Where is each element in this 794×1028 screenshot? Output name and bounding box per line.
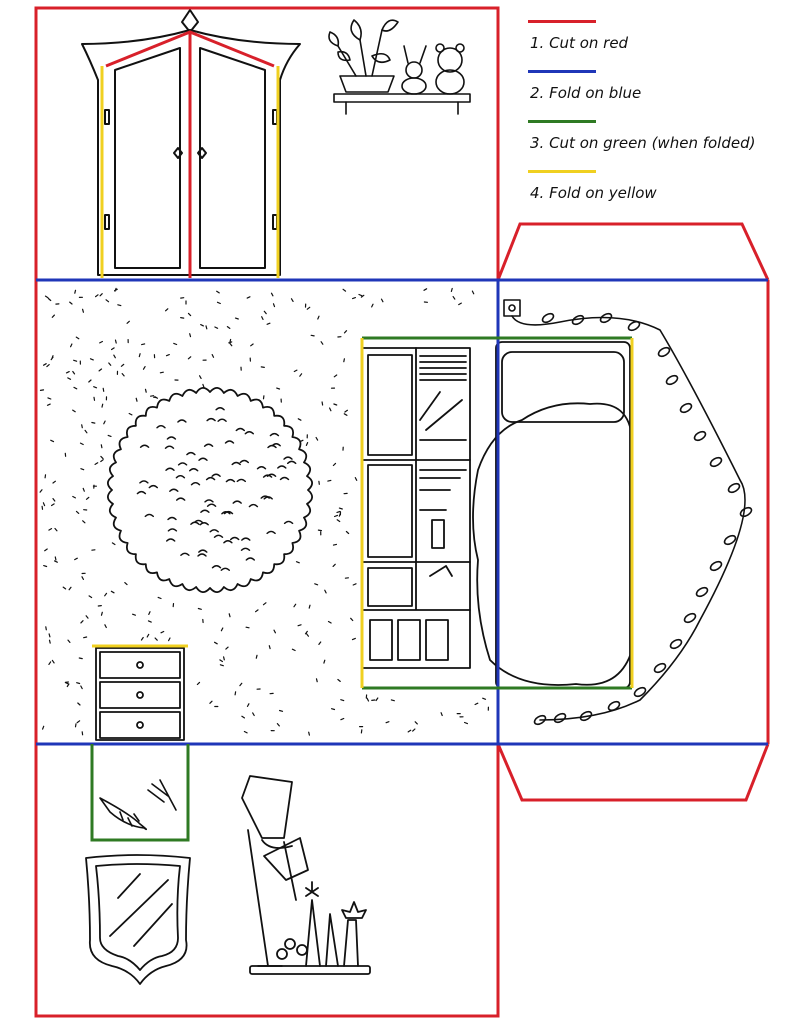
fold-line-blue	[36, 278, 768, 746]
light-bulb	[599, 312, 613, 324]
fold-line-yellow	[92, 66, 634, 688]
light-bulb	[627, 320, 641, 332]
light-bulb	[695, 586, 709, 598]
light-bulb	[709, 456, 723, 468]
cut-line-red-wardrobe	[105, 30, 275, 278]
legend-label: 2. Fold on blue	[530, 84, 642, 102]
light-bulb	[657, 346, 671, 358]
light-bulb	[533, 714, 547, 726]
light-bulb	[693, 430, 707, 442]
cut-line-red	[34, 6, 770, 1018]
legend-swatch-blue	[528, 70, 596, 73]
light-bulb	[579, 710, 593, 722]
floor-speckle-texture	[39, 287, 489, 736]
legend-item-cut-red: 1. Cut on red	[528, 20, 778, 60]
dresser-icon	[95, 647, 185, 741]
legend-swatch-green	[528, 120, 596, 123]
light-bulb	[665, 374, 679, 386]
mirror-icon	[85, 854, 191, 985]
light-bulb	[553, 712, 567, 724]
wardrobe-icon	[81, 9, 301, 276]
light-bulb	[723, 534, 737, 546]
light-bulb	[633, 686, 647, 698]
light-bulb	[709, 560, 723, 572]
rug-texture	[136, 407, 297, 571]
light-bulb	[739, 506, 753, 518]
legend-label: 3. Cut on green (when folded)	[530, 134, 756, 152]
light-bulb	[727, 482, 741, 494]
legend-item-fold-yellow: 4. Fold on yellow	[528, 170, 778, 210]
rug-icon	[107, 387, 313, 593]
cut-line-green-dresser	[90, 744, 190, 842]
light-bulb	[607, 700, 621, 712]
legend-swatch-yellow	[528, 170, 596, 173]
legend-label: 4. Fold on yellow	[530, 184, 657, 202]
light-bulb	[541, 312, 555, 324]
light-bulb	[571, 314, 585, 326]
light-bulb	[653, 662, 667, 674]
cut-line-green-bedroom	[362, 336, 632, 690]
legend-swatch-red	[528, 20, 596, 23]
light-bulb	[679, 402, 693, 414]
hairbrush-icon	[99, 779, 177, 831]
cut-fold-guides	[34, 6, 770, 1018]
light-bulb	[683, 612, 697, 624]
shelf-with-toys-icon	[328, 19, 471, 115]
wall-outlet-icon	[503, 299, 521, 317]
bookshelf-icon	[361, 347, 471, 669]
legend-label: 1. Cut on red	[530, 34, 629, 52]
fairy-lights-icon	[503, 299, 753, 726]
legend-item-fold-blue: 2. Fold on blue	[528, 70, 778, 110]
lamp-icon	[241, 775, 371, 975]
light-bulb	[669, 638, 683, 650]
legend-item-cut-green: 3. Cut on green (when folded)	[528, 120, 778, 160]
